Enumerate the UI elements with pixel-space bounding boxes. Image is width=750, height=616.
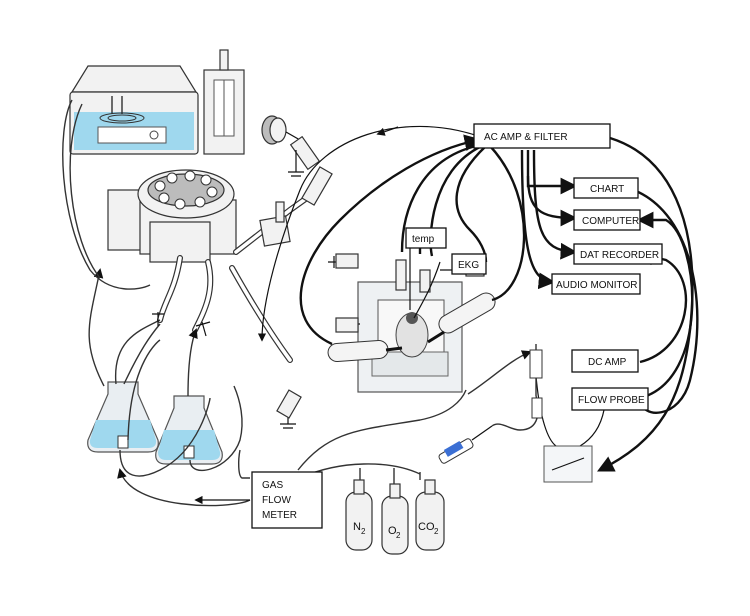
flow-probe-label: FLOW PROBE — [578, 395, 645, 406]
water-bath — [69, 65, 199, 155]
gas-cylinder-co2: CO 2 — [415, 479, 445, 551]
gas-sub-n2: 2 — [361, 527, 366, 536]
chart-label: CHART — [590, 184, 624, 195]
ekg-label: EKG — [458, 260, 479, 271]
audio-monitor-label: AUDIO MONITOR — [556, 280, 637, 291]
gas-flow-meter-line1: GAS — [262, 480, 283, 491]
dc-amp-label: DC AMP — [588, 357, 627, 368]
injection-syringe — [438, 425, 493, 464]
peristaltic-pump — [107, 169, 237, 263]
gas-label-co2: CO — [418, 521, 435, 533]
chart-box: CHART — [573, 177, 639, 199]
flow-chamber — [543, 445, 593, 483]
gas-flow-meter-box: GAS FLOW METER — [251, 471, 323, 529]
dc-amp-box: DC AMP — [571, 349, 639, 373]
computer-box: COMPUTER — [573, 209, 641, 231]
gas-label-o2: O — [388, 525, 397, 537]
temp-label: temp — [412, 234, 435, 245]
gas-flow-meter-line2: FLOW — [262, 495, 291, 506]
flask-left — [87, 381, 159, 453]
audio-monitor-box: AUDIO MONITOR — [551, 273, 641, 295]
gas-label-n2: N — [353, 521, 361, 533]
ac-amp-filter-box: AC AMP & FILTER — [473, 123, 611, 149]
computer-label: COMPUTER — [582, 216, 639, 227]
gas-flow-meter-line3: METER — [262, 510, 297, 521]
bubble-trap — [259, 201, 291, 247]
ac-amp-filter-label: AC AMP & FILTER — [484, 132, 568, 143]
temp-box: temp — [405, 227, 447, 249]
ekg-box: EKG — [451, 253, 487, 275]
gas-sub-o2: 2 — [396, 531, 401, 540]
recording-electrode-left — [327, 340, 403, 362]
gas-sub-co2: 2 — [434, 527, 439, 536]
flask-right — [155, 395, 223, 465]
gas-cylinder-o2: O 2 — [381, 483, 409, 555]
flow-probe-box: FLOW PROBE — [571, 387, 649, 411]
recording-electrode-right — [427, 292, 496, 344]
gas-cylinder-n2: N 2 — [345, 479, 373, 551]
dat-recorder-box: DAT RECORDER — [573, 243, 663, 265]
pressure-gauge — [261, 115, 321, 177]
column-reservoir — [203, 49, 245, 155]
dat-recorder-label: DAT RECORDER — [580, 250, 659, 261]
